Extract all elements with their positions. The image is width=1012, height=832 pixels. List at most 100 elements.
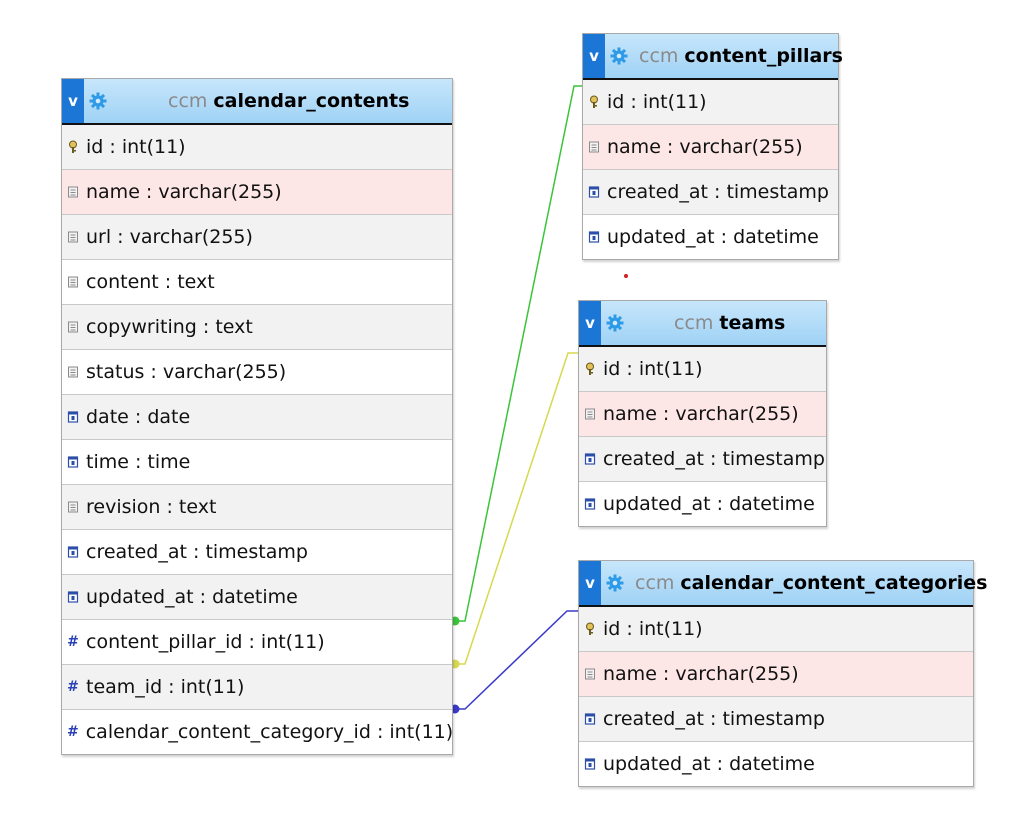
date-field-icon (62, 545, 86, 559)
column-row[interactable]: updated_at : datetime (583, 215, 838, 259)
column-row[interactable]: id : int(11) (62, 125, 452, 170)
date-field-icon (62, 455, 86, 469)
text-field-icon (62, 275, 86, 289)
date-field-icon (579, 497, 603, 511)
column-row[interactable]: id : int(11) (579, 607, 973, 652)
column-row[interactable]: id : int(11) (583, 80, 838, 125)
number-field-icon: # (67, 679, 79, 695)
text-field-icon (579, 407, 603, 421)
relation-line-team[interactable] (455, 352, 578, 665)
number-field-icon: # (67, 724, 79, 740)
relation-line-content-pillar[interactable] (455, 85, 583, 622)
database-name: ccm (635, 572, 675, 594)
collapse-toggle-button[interactable]: v (62, 79, 84, 123)
key-icon (579, 362, 603, 376)
column-label: id : int(11) (607, 91, 707, 113)
date-field-icon (579, 452, 603, 466)
column-row[interactable]: updated_at : datetime (579, 482, 826, 526)
column-label: content : text (86, 271, 215, 293)
column-row[interactable]: url : varchar(255) (62, 215, 452, 260)
column-label: created_at : timestamp (603, 708, 825, 730)
column-label: id : int(11) (603, 618, 703, 640)
column-label: created_at : timestamp (86, 541, 308, 563)
column-label: copywriting : text (86, 316, 253, 338)
column-label: name : varchar(255) (603, 403, 799, 425)
column-row[interactable]: date : date (62, 395, 452, 440)
column-label: created_at : timestamp (607, 181, 829, 203)
column-row[interactable]: name : varchar(255) (583, 125, 838, 170)
key-icon (62, 140, 86, 154)
column-row[interactable]: created_at : timestamp (583, 170, 838, 215)
column-label: time : time (86, 451, 191, 473)
table-name: teams (719, 312, 786, 334)
date-field-icon (579, 712, 603, 726)
column-row[interactable]: id : int(11) (579, 347, 826, 392)
column-row[interactable]: updated_at : datetime (62, 575, 452, 620)
column-label: updated_at : datetime (603, 493, 815, 515)
gear-icon[interactable] (610, 47, 628, 65)
column-row[interactable]: created_at : timestamp (579, 697, 973, 742)
column-label: updated_at : datetime (86, 586, 298, 608)
gear-icon[interactable] (606, 574, 624, 592)
column-label: updated_at : datetime (607, 226, 819, 248)
column-row[interactable]: # team_id : int(11) (62, 665, 452, 710)
column-row[interactable]: name : varchar(255) (579, 652, 973, 697)
column-row[interactable]: time : time (62, 440, 452, 485)
text-field-icon (62, 230, 86, 244)
collapse-toggle-button[interactable]: v (579, 301, 601, 345)
text-field-icon (62, 320, 86, 334)
database-name: ccm (639, 45, 679, 67)
column-row[interactable]: content : text (62, 260, 452, 305)
column-row[interactable]: # content_pillar_id : int(11) (62, 620, 452, 665)
key-icon (583, 95, 607, 109)
table-name: calendar_contents (213, 90, 410, 112)
collapse-toggle-button[interactable]: v (583, 34, 605, 78)
column-row[interactable]: revision : text (62, 485, 452, 530)
column-row[interactable]: name : varchar(255) (62, 170, 452, 215)
database-name: ccm (674, 312, 714, 334)
key-icon (579, 622, 603, 636)
column-label: updated_at : datetime (603, 753, 815, 775)
column-label: status : varchar(255) (86, 361, 287, 383)
column-row[interactable]: status : varchar(255) (62, 350, 452, 395)
gear-icon[interactable] (606, 314, 624, 332)
column-label: name : varchar(255) (86, 181, 282, 203)
text-field-icon (579, 667, 603, 681)
column-label: team_id : int(11) (86, 676, 245, 698)
column-label: name : varchar(255) (603, 663, 799, 685)
column-label: date : date (86, 406, 191, 428)
column-row[interactable]: created_at : timestamp (62, 530, 452, 575)
stray-red-dot (624, 274, 628, 278)
number-field-icon: # (67, 634, 79, 650)
column-row[interactable]: copywriting : text (62, 305, 452, 350)
column-label: id : int(11) (86, 136, 186, 158)
gear-icon[interactable] (89, 92, 107, 110)
column-row[interactable]: updated_at : datetime (579, 742, 973, 786)
collapse-toggle-button[interactable]: v (579, 561, 601, 605)
column-row[interactable]: name : varchar(255) (579, 392, 826, 437)
column-label: content_pillar_id : int(11) (86, 631, 325, 653)
date-field-icon (62, 590, 86, 604)
date-field-icon (579, 757, 603, 771)
column-label: name : varchar(255) (607, 136, 803, 158)
text-field-icon (62, 500, 86, 514)
database-name: ccm (168, 90, 208, 112)
column-label: id : int(11) (603, 358, 703, 380)
relation-line-category[interactable] (455, 610, 578, 710)
column-row[interactable]: #calendar_content_category_id : int(11) (62, 710, 453, 754)
column-label: url : varchar(255) (86, 226, 253, 248)
column-row[interactable]: created_at : timestamp (579, 437, 826, 482)
text-field-icon (583, 140, 607, 154)
